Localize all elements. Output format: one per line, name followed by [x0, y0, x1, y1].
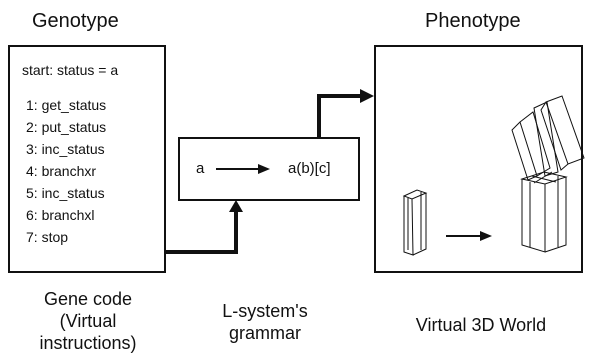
genotype-title: Genotype: [32, 10, 119, 32]
instruction-6: 6: branchxl: [26, 207, 95, 223]
initial-structure-shape: [402, 189, 428, 256]
grammar-box: a a(b)[c]: [178, 137, 360, 201]
instruction-5: 5: inc_status: [26, 185, 105, 201]
instruction-7: 7: stop: [26, 229, 69, 245]
genotype-to-grammar-arrow: [166, 209, 238, 254]
instruction-4: 4: branchxr: [26, 163, 97, 179]
grammar-to-phenotype-arrow: [317, 94, 362, 137]
genotype-start-line: start: status = a: [22, 62, 119, 78]
genotype-box: start: status = a 1: get_status 2: put_s…: [8, 45, 166, 273]
genotype-caption-line1: Gene code: [43, 289, 133, 309]
grammar-caption-line2: grammar: [228, 323, 301, 343]
grammar-to-phenotype-arrowhead: [360, 89, 374, 103]
phenotype-caption: Virtual 3D World: [415, 315, 547, 335]
grammar-caption-line1: L-system's: [222, 301, 308, 321]
grammar-rhs: a(b)[c]: [288, 160, 331, 177]
instruction-1: 1: get_status: [26, 97, 107, 113]
grown-structure-shape: [511, 95, 585, 253]
genotype-caption: Gene code (Virtual instructions): [0, 288, 176, 354]
growth-arrowhead: [480, 231, 492, 241]
instruction-3: 3: inc_status: [26, 141, 105, 157]
instruction-2: 2: put_status: [26, 119, 107, 135]
genotype-caption-line2: (Virtual: [59, 311, 117, 331]
grammar-rule-arrowhead: [258, 164, 270, 174]
grammar-caption: L-system's grammar: [190, 300, 340, 344]
genotype-caption-line3: instructions): [39, 333, 137, 353]
genotype-to-grammar-arrowhead: [229, 200, 243, 212]
grammar-lhs: a: [196, 160, 205, 177]
phenotype-title: Phenotype: [425, 10, 521, 32]
